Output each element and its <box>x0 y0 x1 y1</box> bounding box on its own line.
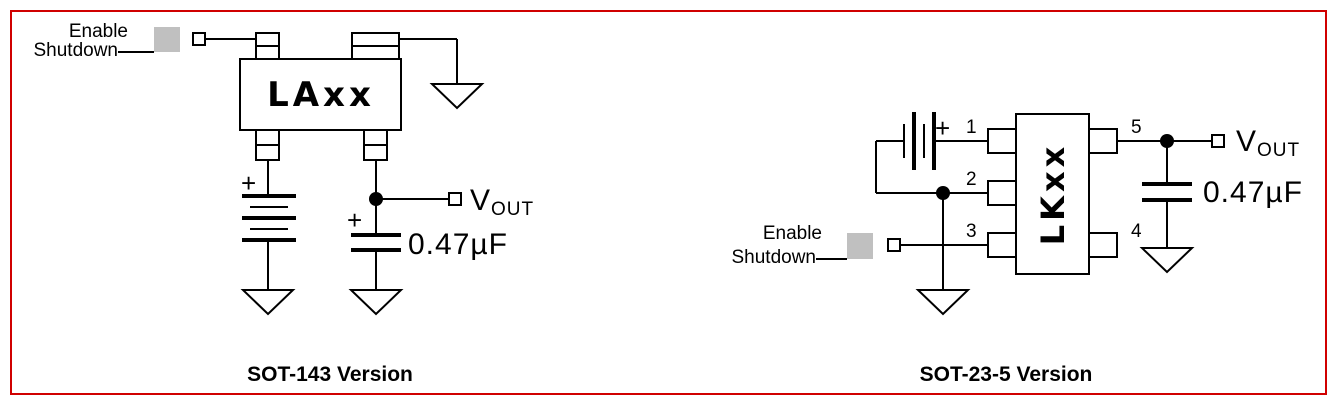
right-pin-4-number: 4 <box>1131 221 1142 242</box>
right-vout-label: VOUT <box>1236 125 1300 161</box>
right-pin-4 <box>1088 232 1118 258</box>
left-caption: SOT-143 Version <box>247 363 413 386</box>
right-pin-3 <box>987 232 1017 258</box>
right-enable-terminal <box>887 238 901 252</box>
left-enable-terminal <box>192 32 206 46</box>
right-chip-body <box>1015 113 1090 275</box>
diagram-frame <box>10 10 1327 395</box>
right-ground-left-icon <box>915 289 971 316</box>
right-enable-switch <box>847 233 873 259</box>
right-ground-cap-icon <box>1139 247 1195 274</box>
right-caption: SOT-23-5 Version <box>920 363 1093 386</box>
right-pin-3-number: 3 <box>966 221 977 242</box>
left-ground-top-icon <box>429 83 485 110</box>
right-pin-1-number: 1 <box>966 117 977 138</box>
right-pin-5-number: 5 <box>1131 117 1142 138</box>
left-chip-body <box>239 58 402 131</box>
left-ground-battery-icon <box>240 289 296 316</box>
right-vout-terminal <box>1211 134 1225 148</box>
sot-23-5-circuit: + Enable Shutdown 1 2 3 4 5 LKxx VOUT <box>731 112 1303 386</box>
left-vout-terminal <box>448 192 462 206</box>
left-shutdown-label: Shutdown <box>33 40 118 61</box>
sot-143-circuit: Enable Shutdown LAxx + <box>33 21 534 386</box>
right-chip-label: LKxx <box>1034 143 1072 245</box>
left-battery-plus: + <box>241 168 256 198</box>
right-enable-label: Enable <box>763 223 822 244</box>
left-cap-plus: + <box>347 205 362 235</box>
right-battery-plus: + <box>935 113 950 143</box>
left-enable-switch <box>154 27 180 52</box>
left-chip-label: LAxx <box>267 75 375 115</box>
right-pin-1 <box>987 128 1017 154</box>
left-enable-label: Enable <box>69 21 128 42</box>
left-vout-label: VOUT <box>470 184 534 220</box>
right-pin-5 <box>1088 128 1118 154</box>
right-pin-2 <box>987 180 1017 206</box>
left-ground-cap-icon <box>348 289 404 316</box>
left-cap-label: 0.47µF <box>408 228 508 261</box>
right-shutdown-label: Shutdown <box>731 247 816 268</box>
right-pin-2-number: 2 <box>966 169 977 190</box>
right-cap-label: 0.47µF <box>1203 176 1303 209</box>
